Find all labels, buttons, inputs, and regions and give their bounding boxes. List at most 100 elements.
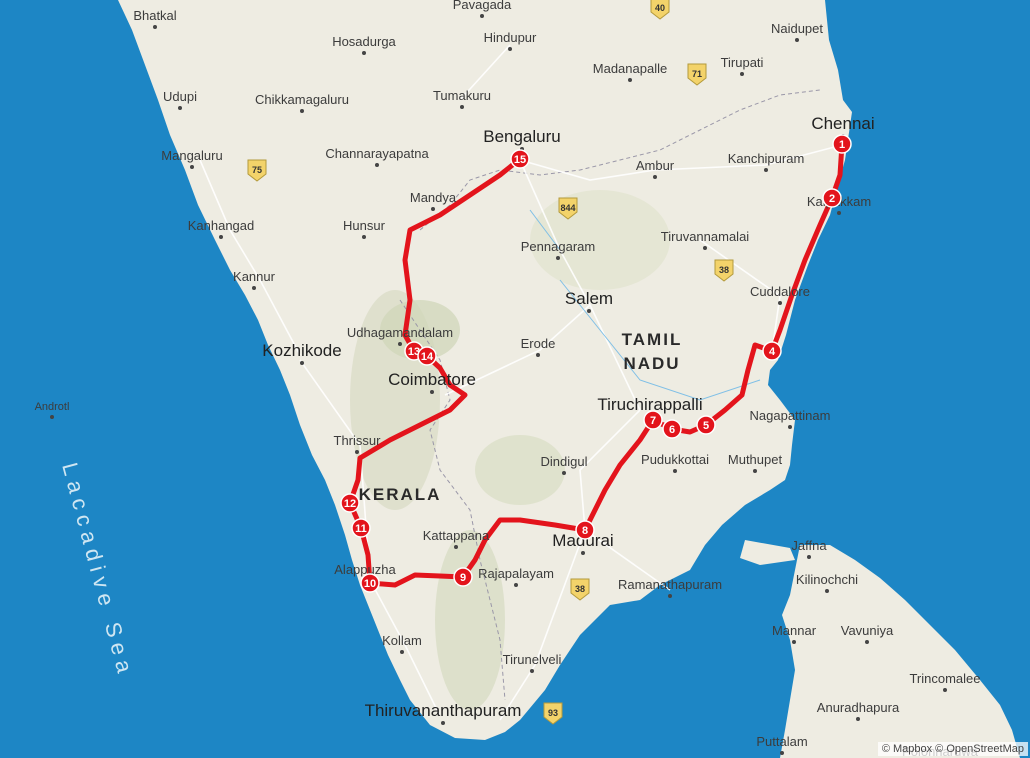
place-label: Ramanathapuram: [618, 577, 722, 592]
place-label: Trincomalee: [909, 671, 980, 686]
place-label: Anuradhapura: [817, 700, 900, 715]
place-dot: [252, 286, 256, 290]
place-label: Tiruvannamalai: [661, 229, 750, 244]
route-stop-marker[interactable]: 5: [696, 415, 716, 435]
place-label: Thiruvananthapuram: [365, 701, 522, 720]
route-stop-number: 10: [364, 578, 376, 590]
place-label: Pennagaram: [521, 239, 595, 254]
state-border-kerala: [399, 299, 506, 701]
sri-lanka-landmass: [780, 545, 1020, 758]
place-dot: [508, 47, 512, 51]
place-dot: [807, 555, 811, 559]
route-stop-number: 13: [408, 346, 420, 358]
route-stop-number: 1: [839, 139, 845, 151]
route-stop-marker[interactable]: 4: [762, 341, 782, 361]
route-stop-marker[interactable]: 8: [575, 520, 595, 540]
map-attribution[interactable]: © Mapbox © OpenStreetMap: [877, 742, 1028, 756]
state-label: TAMIL: [622, 330, 683, 349]
route-stop-number: 14: [421, 351, 434, 363]
place-dot: [788, 425, 792, 429]
route-stop-marker[interactable]: 6: [662, 419, 682, 439]
place-dot: [441, 721, 445, 725]
place-label: Bengaluru: [483, 127, 561, 146]
place-label: Madanapalle: [593, 61, 667, 76]
highway-number: 38: [575, 584, 585, 594]
place-label: Pudukkottai: [641, 452, 709, 467]
place-dot: [355, 450, 359, 454]
place-label: Jaffna: [791, 538, 827, 553]
place-label: Kilinochchi: [796, 572, 858, 587]
place-label: Pavagada: [453, 0, 512, 12]
highway-number: 93: [548, 708, 558, 718]
place-dot: [153, 25, 157, 29]
place-label: Kattappana: [423, 528, 490, 543]
place-dot: [398, 342, 402, 346]
highway-shield-icon: 40: [650, 0, 670, 20]
rivers: [529, 209, 761, 401]
place-labels: BhatkalPavagadaHindupurNaidupetHosadurga…: [35, 0, 981, 758]
place-dot: [460, 105, 464, 109]
place-dot: [556, 256, 560, 260]
place-label: Dindigul: [541, 454, 588, 469]
place-dot: [865, 640, 869, 644]
place-label: Tirunelveli: [503, 652, 562, 667]
route-stop-marker[interactable]: 7: [643, 410, 663, 430]
highway-number: 40: [655, 3, 665, 13]
route-stop-number: 11: [355, 523, 367, 535]
place-dot: [375, 163, 379, 167]
place-label: Nagapattinam: [750, 408, 831, 423]
place-label: Hindupur: [484, 30, 537, 45]
place-label: Vavuniya: [841, 623, 894, 638]
place-dot: [430, 390, 434, 394]
place-label: Kozhikode: [262, 341, 341, 360]
route-stop-number: 5: [703, 420, 709, 432]
place-label: Udhagamandalam: [347, 325, 453, 340]
terrain-palani: [475, 435, 565, 505]
route-stop-marker[interactable]: 11: [351, 518, 371, 538]
state-label: NADU: [623, 354, 680, 373]
place-dot: [219, 235, 223, 239]
place-label: Tiruchirappalli: [597, 395, 702, 414]
place-dot: [795, 38, 799, 42]
place-label: Tirupati: [721, 55, 764, 70]
place-label: Channarayapatna: [325, 146, 429, 161]
place-dot: [514, 583, 518, 587]
place-label: Hunsur: [343, 218, 386, 233]
place-dot: [628, 78, 632, 82]
place-dot: [673, 469, 677, 473]
route-stop-marker[interactable]: 15: [510, 149, 530, 169]
highway-shield-icon: 93: [543, 702, 563, 725]
highway-shield-icon: 71: [687, 63, 707, 86]
place-label: Bhatkal: [133, 8, 176, 23]
route-stop-number: 8: [582, 525, 588, 537]
place-label: Kollam: [382, 633, 422, 648]
route-stop-marker[interactable]: 9: [453, 567, 473, 587]
place-dot: [178, 106, 182, 110]
place-dot: [536, 353, 540, 357]
route-stop-marker[interactable]: 2: [822, 188, 842, 208]
state-border: [419, 89, 821, 231]
place-label: Tumakuru: [433, 88, 491, 103]
place-label: Salem: [565, 289, 613, 308]
route-stop-marker[interactable]: 14: [417, 346, 437, 366]
place-label: Chennai: [811, 114, 874, 133]
place-dot: [431, 207, 435, 211]
highway-number: 71: [692, 69, 702, 79]
place-dot: [454, 545, 458, 549]
route-stop-marker[interactable]: 1: [832, 134, 852, 154]
place-dot: [562, 471, 566, 475]
route-stop-marker[interactable]: 12: [340, 493, 360, 513]
route-stop-marker[interactable]: 10: [360, 573, 380, 593]
place-dot: [792, 640, 796, 644]
route-stop-number: 2: [829, 193, 835, 205]
place-dot: [50, 415, 54, 419]
place-dot: [856, 717, 860, 721]
highway-number: 38: [719, 265, 729, 275]
place-label: Madurai: [552, 531, 613, 550]
route-stop-number: 7: [650, 415, 656, 427]
place-dot: [480, 14, 484, 18]
place-dot: [190, 165, 194, 169]
place-label: Kanchipuram: [728, 151, 805, 166]
place-label: Cuddalore: [750, 284, 810, 299]
